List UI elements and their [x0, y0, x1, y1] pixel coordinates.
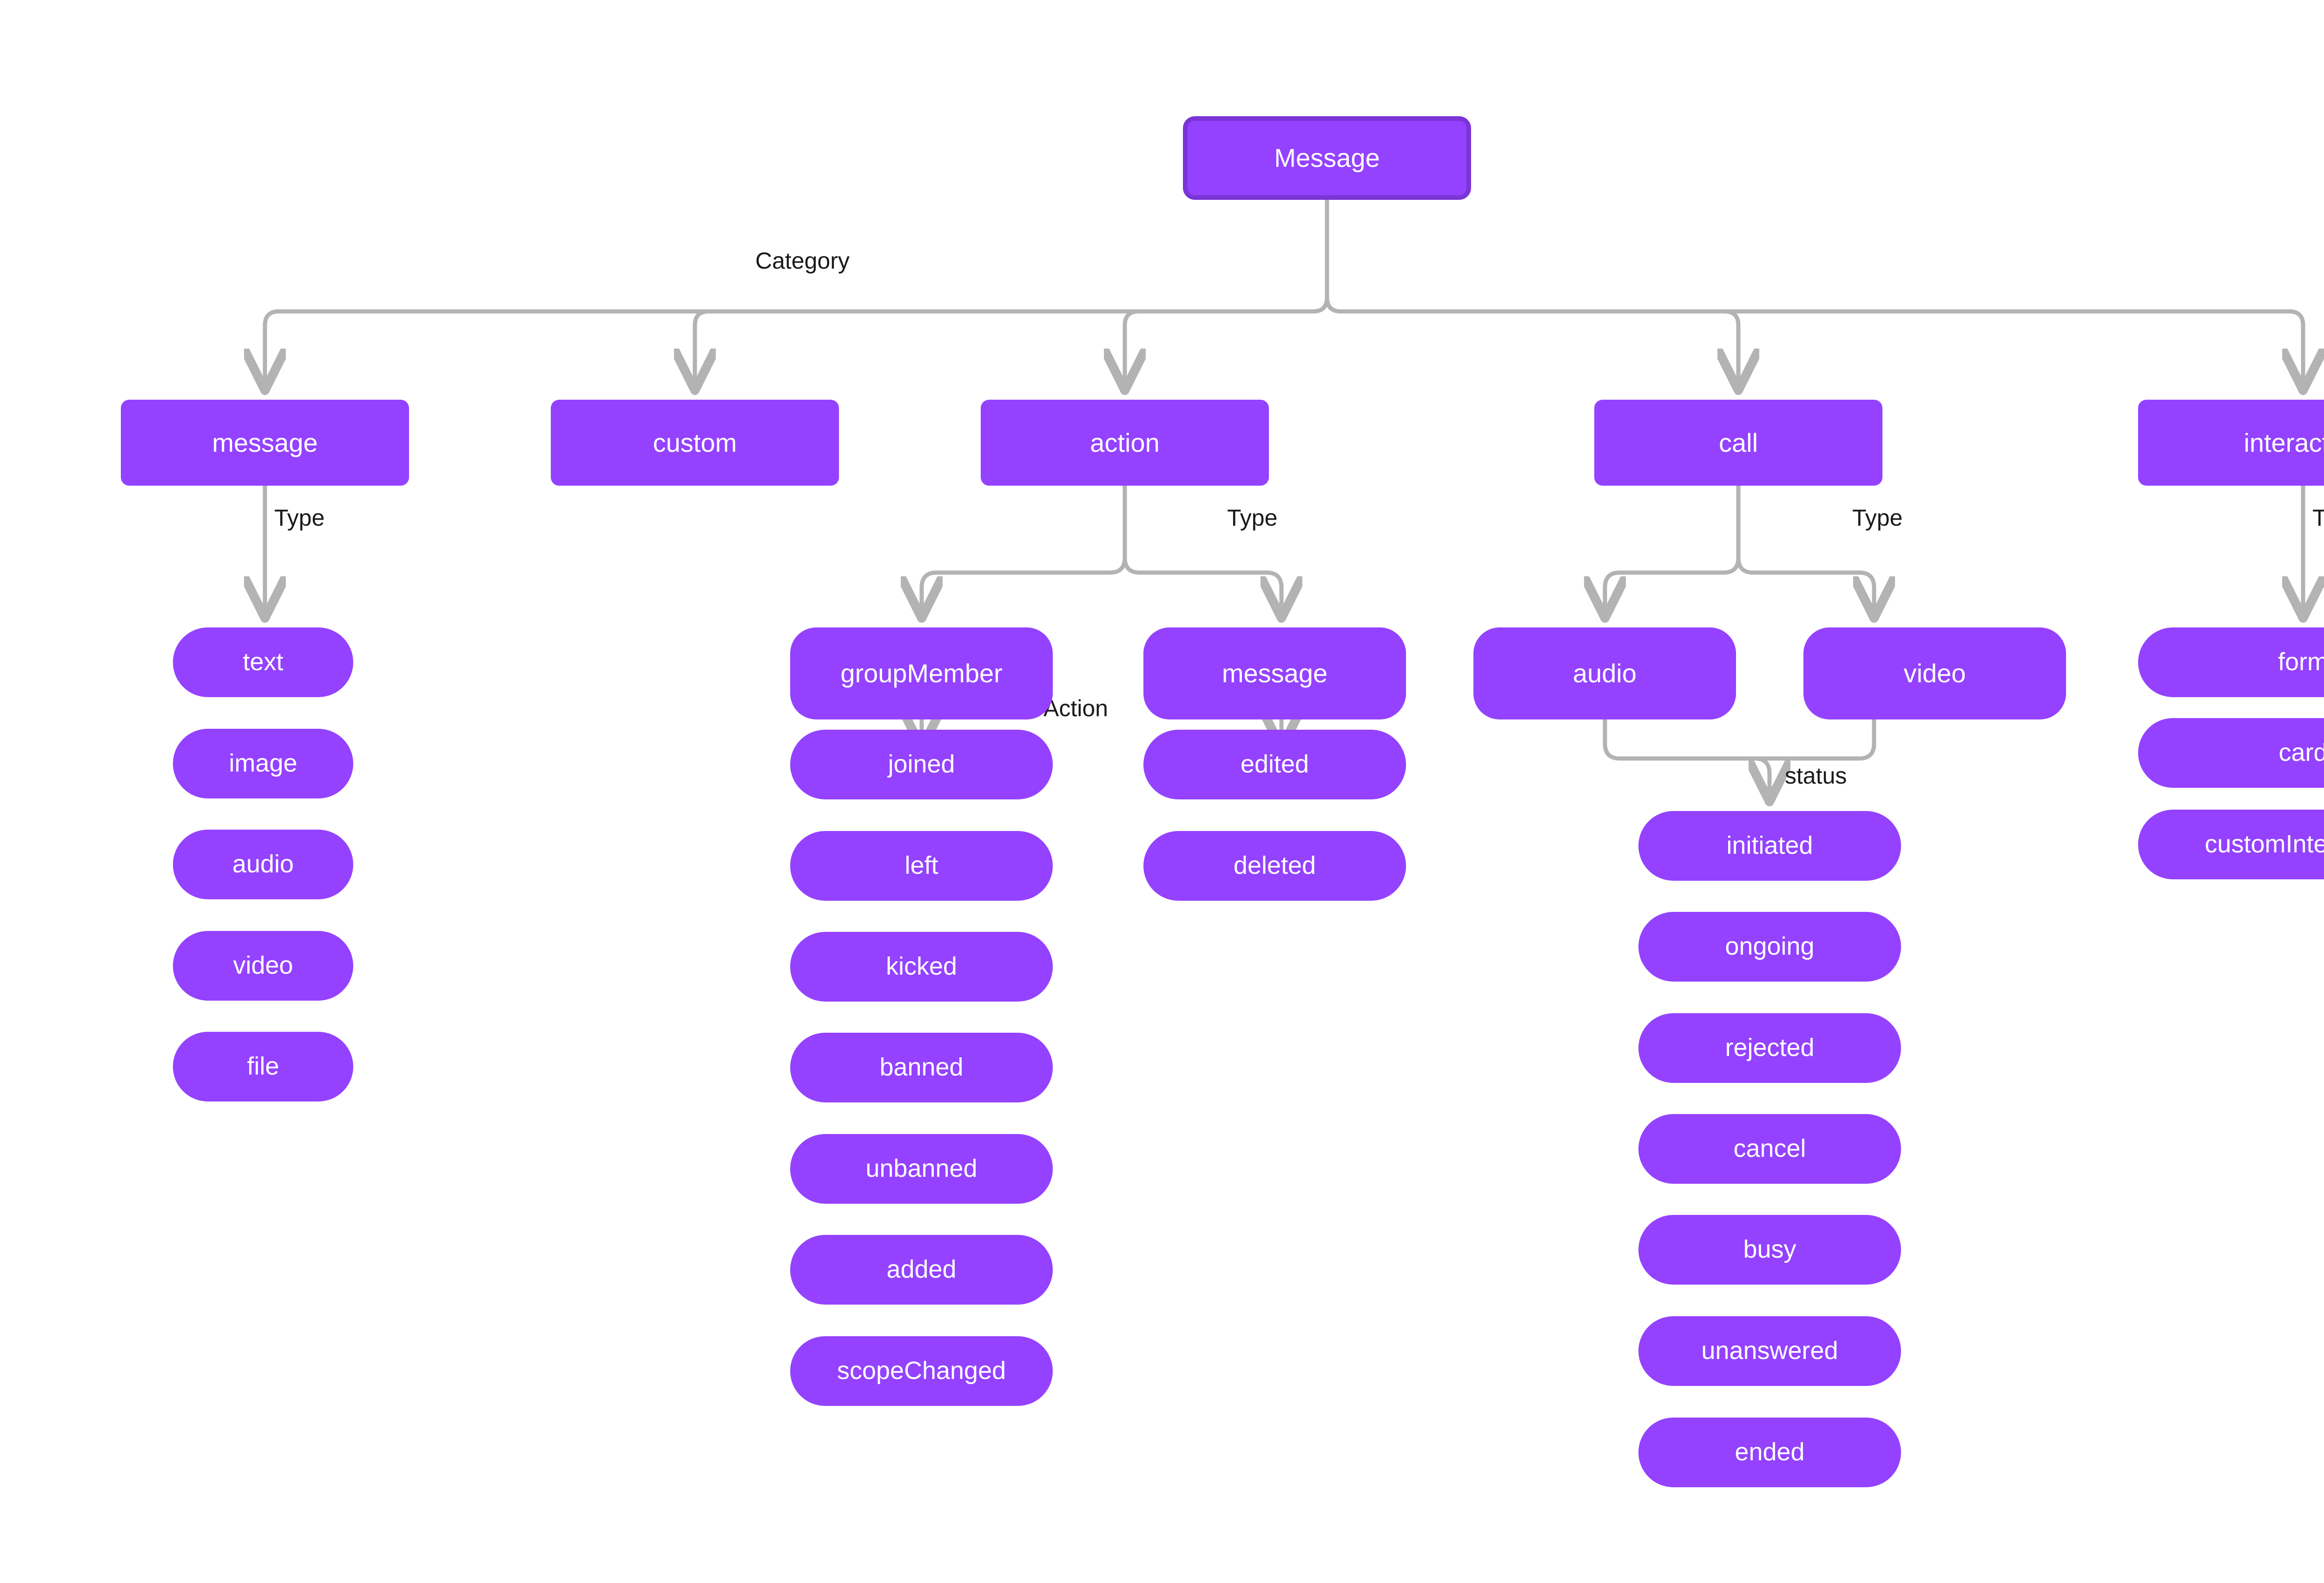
node-label: action — [1090, 428, 1160, 457]
node-label: unanswered — [1701, 1337, 1838, 1365]
node-label: ended — [1735, 1438, 1805, 1466]
node-label: scopeChanged — [837, 1357, 1006, 1385]
node-label: left — [905, 851, 938, 880]
node-call-status-ended[interactable]: ended — [1638, 1418, 1901, 1487]
edge-label-type-call: Type — [1852, 505, 1903, 531]
node-label: image — [229, 749, 297, 778]
node-label: ongoing — [1725, 932, 1815, 961]
node-message-type-text[interactable]: text — [173, 627, 353, 697]
node-label: edited — [1240, 750, 1309, 778]
node-call-type-audio[interactable]: audio — [1473, 627, 1736, 719]
node-message-type-audio[interactable]: audio — [173, 830, 353, 899]
node-interactive-type-form[interactable]: form — [2138, 627, 2324, 697]
node-call-type-video[interactable]: video — [1803, 627, 2066, 719]
node-groupmember-action-kicked[interactable]: kicked — [790, 932, 1053, 1002]
node-groupmember-action-left[interactable]: left — [790, 831, 1053, 901]
edge-label-status: status — [1785, 763, 1847, 789]
node-message-type-file[interactable]: file — [173, 1032, 353, 1102]
node-call-status-busy[interactable]: busy — [1638, 1215, 1901, 1285]
node-interactive-type-custominteractive[interactable]: customInteractive — [2138, 810, 2324, 879]
node-label: customInteractive — [2205, 830, 2324, 858]
node-label: added — [886, 1255, 957, 1284]
node-label: video — [1903, 659, 1966, 688]
edge-label-category: Category — [755, 248, 850, 274]
node-message-type-video[interactable]: video — [173, 931, 353, 1001]
node-groupmember-action-unbanned[interactable]: unbanned — [790, 1134, 1053, 1204]
node-label: initiated — [1726, 831, 1813, 860]
node-label: card — [2278, 739, 2324, 767]
node-category-action[interactable]: action — [981, 400, 1269, 486]
node-action-type-message[interactable]: message — [1143, 627, 1406, 719]
node-call-status-cancel[interactable]: cancel — [1638, 1114, 1901, 1184]
node-groupmember-action-banned[interactable]: banned — [790, 1033, 1053, 1102]
node-label: banned — [879, 1053, 964, 1082]
node-groupmember-action-added[interactable]: added — [790, 1235, 1053, 1305]
node-label: form — [2278, 648, 2324, 676]
edge-label-type-action: Type — [1227, 505, 1278, 531]
node-message-type-image[interactable]: image — [173, 729, 353, 798]
node-label: unbanned — [865, 1154, 977, 1183]
node-label: audio — [232, 850, 294, 878]
edge-label-type-message: Type — [274, 505, 325, 531]
node-action-type-groupmember[interactable]: groupMember — [790, 627, 1053, 719]
node-label: deleted — [1233, 851, 1316, 880]
node-label: busy — [1743, 1235, 1796, 1264]
node-label: call — [1718, 428, 1758, 457]
node-label: joined — [888, 750, 955, 778]
node-message-action-edited[interactable]: edited — [1143, 730, 1406, 799]
node-category-interactive[interactable]: interactive — [2138, 400, 2324, 486]
node-call-status-unanswered[interactable]: unanswered — [1638, 1316, 1901, 1386]
node-groupmember-action-scopechanged[interactable]: scopeChanged — [790, 1336, 1053, 1406]
node-message-root[interactable]: Message — [1183, 116, 1471, 200]
node-call-status-ongoing[interactable]: ongoing — [1638, 912, 1901, 982]
node-label: interactive — [2244, 428, 2324, 457]
node-call-status-rejected[interactable]: rejected — [1638, 1013, 1901, 1083]
node-label: audio — [1572, 659, 1637, 688]
node-label: file — [247, 1052, 279, 1081]
node-label: Message — [1274, 143, 1380, 173]
edge-label-action: Action — [1043, 695, 1108, 721]
node-label: kicked — [885, 952, 957, 981]
node-category-custom[interactable]: custom — [551, 400, 839, 486]
edge-label-type-interactive: Type — [2312, 505, 2324, 531]
node-label: groupMember — [840, 659, 1003, 688]
node-interactive-type-card[interactable]: card — [2138, 718, 2324, 788]
node-label: message — [212, 428, 318, 457]
node-label: rejected — [1725, 1034, 1815, 1062]
node-category-call[interactable]: call — [1594, 400, 1882, 486]
node-label: video — [233, 951, 293, 980]
node-label: custom — [653, 428, 737, 457]
node-label: message — [1221, 659, 1328, 688]
node-label: cancel — [1733, 1134, 1806, 1163]
node-groupmember-action-joined[interactable]: joined — [790, 730, 1053, 799]
node-label: text — [243, 648, 284, 676]
node-category-message[interactable]: message — [121, 400, 409, 486]
node-call-status-initiated[interactable]: initiated — [1638, 811, 1901, 881]
node-message-action-deleted[interactable]: deleted — [1143, 831, 1406, 901]
